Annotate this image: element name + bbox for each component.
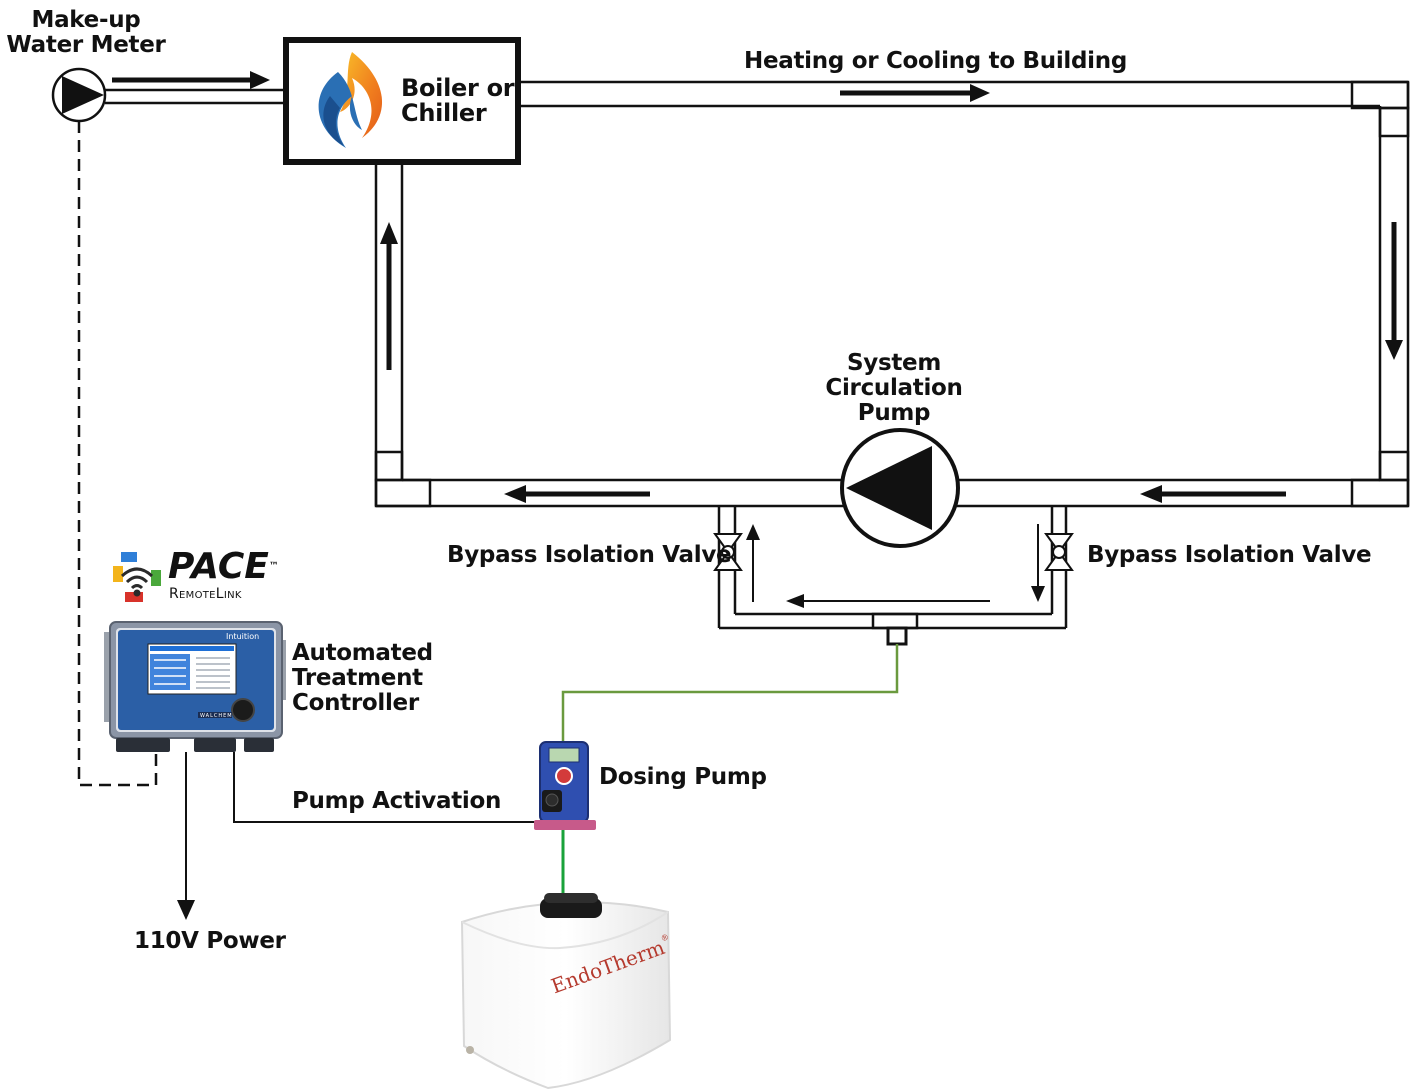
bypass-valve-left-label: Bypass Isolation Valve <box>447 542 732 568</box>
dosing-pump <box>534 741 596 830</box>
pump-activation-label: Pump Activation <box>292 788 502 814</box>
circ-pump-label-line1: System <box>846 350 941 376</box>
controller-label-line2: Treatment <box>292 665 423 691</box>
controller-label-line3: Controller <box>292 690 419 716</box>
makeup-meter-label: Make-up Water Meter <box>6 8 166 58</box>
flow-arrows <box>112 71 1403 503</box>
circulation-pump-label: System Circulation Pump <box>808 351 980 426</box>
boiler-chiller-unit <box>283 37 521 165</box>
boiler-label: Boiler or Chiller <box>401 74 515 127</box>
makeup-water-pipe <box>105 88 286 105</box>
boiler-label-line2: Chiller <box>401 99 487 127</box>
controller-brand-text: Intuition <box>226 632 260 641</box>
controller-label-line1: Automated <box>292 640 433 666</box>
bypass-valve-right-label: Bypass Isolation Valve <box>1087 542 1372 568</box>
chemical-tank <box>460 893 672 1089</box>
power-label: 110V Power <box>134 928 286 954</box>
controller-maker-text: WALCHEM <box>200 713 233 719</box>
controller-wires <box>177 752 536 920</box>
meter-icon <box>51 67 107 123</box>
meter-signal-line <box>77 121 158 787</box>
pace-subtitle: RemoteLink <box>169 586 242 602</box>
treatment-controller <box>104 621 286 752</box>
bypass-arrows <box>746 524 1045 608</box>
controller-label: Automated Treatment Controller <box>292 641 433 716</box>
pace-wordmark-text: PACE <box>168 546 269 587</box>
valve-icon <box>713 533 743 571</box>
pace-logo <box>113 552 161 602</box>
chemical-injection-line <box>561 644 899 742</box>
valve-icon-right <box>1044 533 1074 571</box>
wifi-icon <box>120 567 154 597</box>
dosing-pump-label: Dosing Pump <box>599 764 767 790</box>
circ-pump-label-line2: Circulation <box>825 375 963 401</box>
pace-wordmark: PACE™ <box>168 548 279 586</box>
makeup-meter-label-line2: Water Meter <box>6 32 166 58</box>
heating-cooling-label: Heating or Cooling to Building <box>744 48 1127 74</box>
pump-icon <box>840 428 960 548</box>
circ-pump-label-line3: Pump <box>857 400 931 426</box>
flame-icon <box>318 52 383 148</box>
boiler-label-line1: Boiler or <box>401 74 515 102</box>
makeup-meter-label-line1: Make-up <box>31 7 141 33</box>
pace-trademark: ™ <box>268 561 279 572</box>
